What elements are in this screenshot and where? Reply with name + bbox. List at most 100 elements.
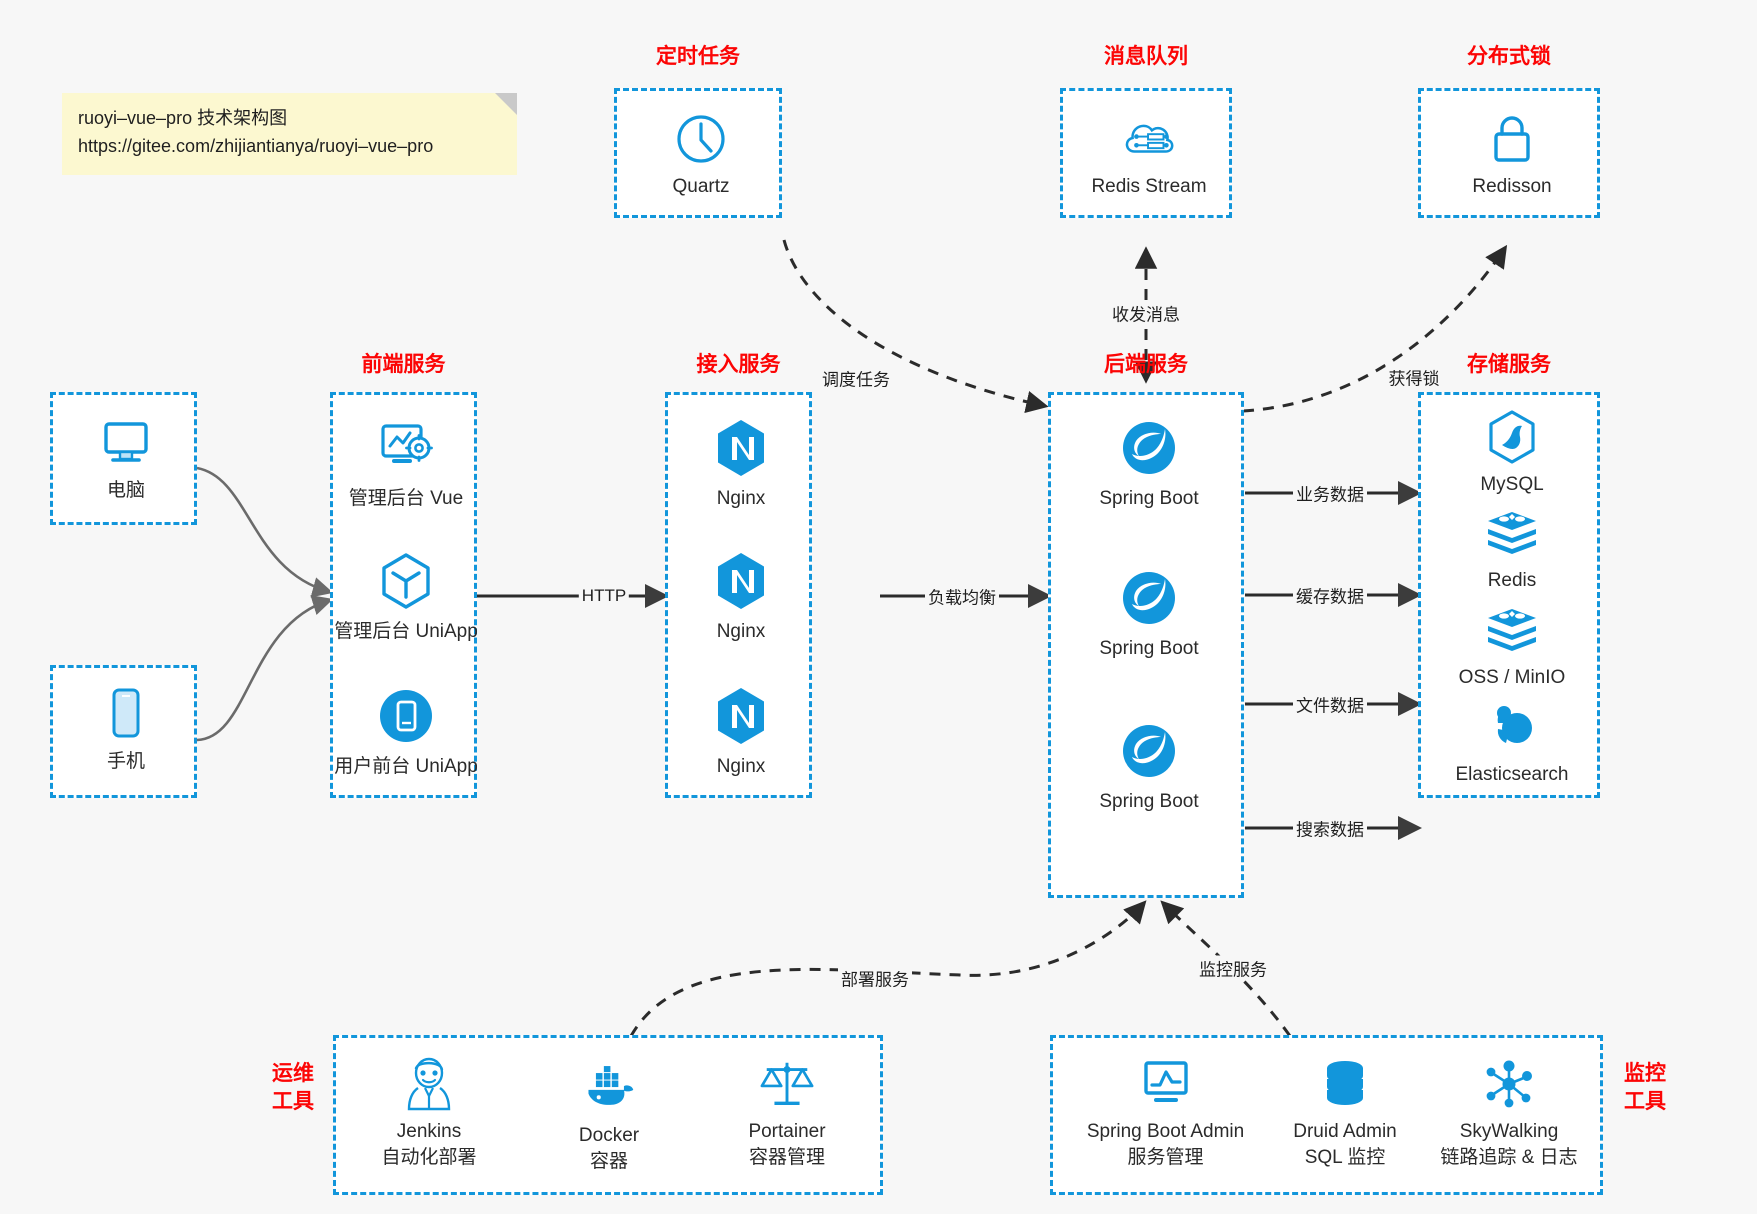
group-title-mq: 消息队列 bbox=[1104, 45, 1188, 68]
nginx-icon bbox=[710, 550, 772, 612]
node-sublabel: 服务管理 bbox=[1127, 1146, 1204, 1168]
node-label: Nginx bbox=[716, 621, 766, 642]
jenkins-icon bbox=[401, 1056, 457, 1112]
node-druid-admin[interactable]: Druid Admin SQL 监控 bbox=[1260, 1056, 1430, 1170]
node-nginx-1[interactable]: Nginx bbox=[656, 417, 826, 512]
edge-backend-to-redisson bbox=[1242, 244, 1508, 413]
edge-label-http: HTTP bbox=[578, 586, 630, 606]
node-mysql[interactable]: MySQL bbox=[1427, 409, 1597, 498]
lock-icon bbox=[1484, 111, 1540, 167]
node-redisson[interactable]: Redisson bbox=[1427, 111, 1597, 200]
node-label: Druid Admin bbox=[1293, 1121, 1397, 1142]
node-spring-boot-3[interactable]: Spring Boot bbox=[1064, 720, 1234, 815]
group-scheduler: Quartz bbox=[614, 88, 782, 218]
hexagon-cube-icon bbox=[375, 550, 437, 612]
node-label: Jenkins bbox=[396, 1121, 462, 1142]
group-mq: Redis Stream bbox=[1060, 88, 1232, 218]
node-label: Quartz bbox=[672, 176, 730, 197]
node-nginx-3[interactable]: Nginx bbox=[656, 685, 826, 780]
group-title-monitor: 监控 工具 bbox=[1614, 1060, 1676, 1117]
edge-label-file-data: 文件数据 bbox=[1293, 691, 1367, 717]
edge-label-schedule-task: 调度任务 bbox=[819, 365, 893, 391]
spring-boot-icon bbox=[1118, 720, 1180, 782]
node-spring-boot-2[interactable]: Spring Boot bbox=[1064, 567, 1234, 662]
node-sublabel: 链路追踪 & 日志 bbox=[1440, 1146, 1578, 1168]
group-title-devops: 运维 工具 bbox=[262, 1060, 324, 1117]
group-client-mobile: 手机 bbox=[50, 665, 197, 798]
node-label: 用户前台 UniApp bbox=[334, 756, 478, 777]
node-label: Nginx bbox=[716, 488, 766, 509]
group-title-monitor-line2: 工具 bbox=[1624, 1090, 1666, 1114]
node-admin-vue[interactable]: 管理后台 Vue bbox=[321, 417, 491, 512]
node-sublabel: 容器 bbox=[589, 1150, 628, 1172]
scales-icon bbox=[759, 1056, 815, 1112]
node-label: Portainer bbox=[748, 1121, 826, 1142]
node-label: 管理后台 UniApp bbox=[334, 621, 478, 642]
group-monitor: Spring Boot Admin 服务管理 Druid Admin SQL 监… bbox=[1050, 1035, 1603, 1195]
edge-label-load-balance: 负载均衡 bbox=[925, 583, 999, 609]
node-label: Spring Boot bbox=[1099, 638, 1199, 659]
group-title-devops-line2: 工具 bbox=[272, 1090, 314, 1114]
node-docker[interactable]: Docker 容器 bbox=[524, 1060, 694, 1174]
node-sublabel: 容器管理 bbox=[748, 1146, 825, 1168]
group-title-backend: 后端服务 bbox=[1104, 353, 1188, 376]
node-sublabel: 自动化部署 bbox=[381, 1146, 477, 1168]
group-storage: MySQL Redis bbox=[1418, 392, 1600, 798]
nginx-icon bbox=[710, 417, 772, 479]
monitor-chart-icon bbox=[1138, 1056, 1194, 1112]
node-label: 电脑 bbox=[106, 480, 145, 501]
spring-boot-icon bbox=[1118, 417, 1180, 479]
dashboard-gear-icon bbox=[375, 417, 437, 479]
mysql-icon bbox=[1484, 409, 1540, 465]
group-frontend: 管理后台 Vue 管理后台 UniApp 用户前台 UniApp bbox=[330, 392, 478, 798]
node-desktop[interactable]: 电脑 bbox=[41, 415, 211, 504]
group-title-frontend: 前端服务 bbox=[361, 353, 446, 376]
node-elasticsearch[interactable]: Elasticsearch bbox=[1427, 699, 1597, 788]
node-redis[interactable]: Redis bbox=[1427, 505, 1597, 594]
edge-label-search-data: 搜索数据 bbox=[1293, 815, 1367, 841]
redis-icon bbox=[1484, 505, 1540, 561]
edge-label-monitor-service: 监控服务 bbox=[1196, 955, 1270, 981]
edge-mobile-to-frontend bbox=[196, 595, 334, 742]
docker-icon bbox=[581, 1060, 637, 1116]
mobile-circle-icon bbox=[375, 685, 437, 747]
edge-label-deploy-service: 部署服务 bbox=[838, 965, 912, 991]
node-quartz[interactable]: Quartz bbox=[616, 111, 786, 200]
node-nginx-2[interactable]: Nginx bbox=[656, 550, 826, 645]
elasticsearch-icon bbox=[1484, 699, 1540, 755]
group-title-lock: 分布式锁 bbox=[1467, 45, 1551, 68]
node-mobile[interactable]: 手机 bbox=[41, 686, 211, 775]
node-skywalking[interactable]: SkyWalking 链路追踪 & 日志 bbox=[1419, 1056, 1599, 1170]
clock-icon bbox=[673, 111, 729, 167]
node-spring-boot-1[interactable]: Spring Boot bbox=[1064, 417, 1234, 512]
skywalking-icon bbox=[1481, 1056, 1537, 1112]
edge-label-cache-data: 缓存数据 bbox=[1293, 582, 1367, 608]
node-label: Spring Boot Admin bbox=[1086, 1121, 1245, 1142]
node-label: Docker bbox=[578, 1125, 640, 1146]
group-client-desktop: 电脑 bbox=[50, 392, 197, 525]
nginx-icon bbox=[710, 685, 772, 747]
node-spring-boot-admin[interactable]: Spring Boot Admin 服务管理 bbox=[1068, 1056, 1263, 1170]
node-label: Redisson bbox=[1472, 176, 1552, 197]
note-dogear-icon bbox=[495, 93, 517, 115]
diagram-note: ruoyi–vue–pro 技术架构图 https://gitee.com/zh… bbox=[62, 93, 517, 175]
node-oss-minio[interactable]: OSS / MinIO bbox=[1427, 602, 1597, 691]
node-portainer[interactable]: Portainer 容器管理 bbox=[702, 1056, 872, 1170]
note-url: https://gitee.com/zhijiantianya/ruoyi–vu… bbox=[78, 135, 434, 156]
node-redis-stream[interactable]: Redis Stream bbox=[1064, 111, 1234, 200]
group-title-gateway: 接入服务 bbox=[696, 353, 781, 376]
group-title-devops-line1: 运维 bbox=[272, 1062, 314, 1085]
edge-label-send-receive-message: 收发消息 bbox=[1109, 300, 1183, 326]
node-jenkins[interactable]: Jenkins 自动化部署 bbox=[344, 1056, 514, 1170]
node-label: SkyWalking bbox=[1459, 1121, 1559, 1142]
node-user-uniapp[interactable]: 用户前台 UniApp bbox=[321, 685, 491, 780]
spring-boot-icon bbox=[1118, 567, 1180, 629]
node-admin-uniapp[interactable]: 管理后台 UniApp bbox=[321, 550, 491, 645]
group-gateway: Nginx Nginx Nginx bbox=[665, 392, 812, 798]
node-label: 管理后台 Vue bbox=[348, 488, 464, 509]
mobile-icon bbox=[98, 686, 154, 742]
group-title-storage: 存储服务 bbox=[1467, 353, 1551, 376]
node-label: Redis Stream bbox=[1091, 176, 1207, 197]
node-sublabel: SQL 监控 bbox=[1304, 1146, 1386, 1168]
